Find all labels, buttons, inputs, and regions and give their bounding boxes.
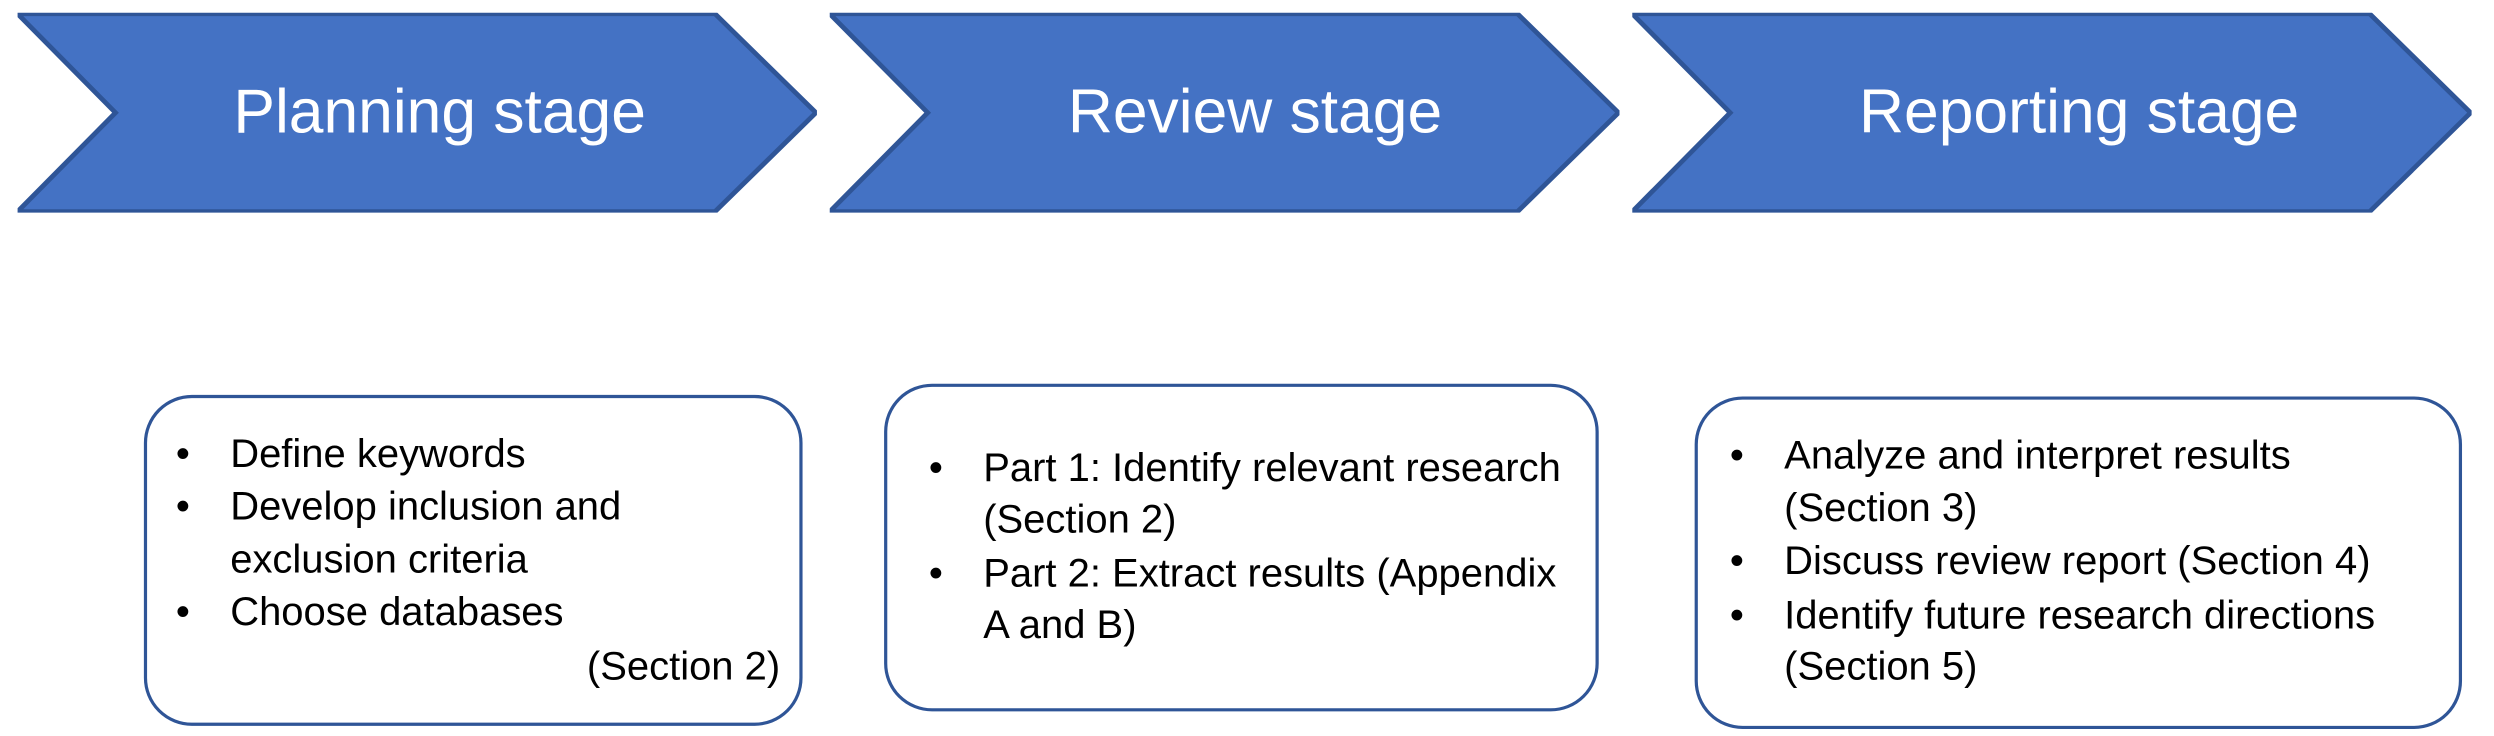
list-item: • Part 2: Extract results (Appendix A an… xyxy=(900,548,1576,652)
stage-banner-planning[interactable]: Planning stage xyxy=(17,13,817,213)
stage-banner-label: Review stage xyxy=(1067,78,1443,148)
bullet-list: • Analyze and interpret results (Section… xyxy=(1698,430,2459,695)
list-item-label: Define keywords xyxy=(230,431,526,477)
bullet-icon: • xyxy=(175,484,190,530)
bullet-icon: • xyxy=(928,445,943,491)
stage-banner-label: Reporting stage xyxy=(1859,78,2300,148)
list-item-label: Analyze and interpret results (Section 3… xyxy=(1784,433,2291,531)
bullet-icon: • xyxy=(175,431,190,477)
bullet-icon: • xyxy=(1729,592,1744,638)
list-item: • Analyze and interpret results (Section… xyxy=(1701,430,2443,534)
bullet-list: • Part 1: Identify relevant research (Se… xyxy=(887,442,1595,653)
stage-banner-label: Planning stage xyxy=(233,78,646,148)
stage-content-box-review[interactable]: • Part 1: Identify relevant research (Se… xyxy=(884,383,1599,712)
bullet-list: • Define keywords • Develop inclusion an… xyxy=(147,428,799,641)
stage-content-box-planning[interactable]: • Define keywords • Develop inclusion an… xyxy=(143,394,803,726)
chevron-shape-icon xyxy=(17,13,817,213)
list-item-label: Discuss review report (Section 4) xyxy=(1784,539,2371,584)
list-item-label: Identify future research directions (Sec… xyxy=(1784,592,2376,690)
list-item: • Choose databases xyxy=(147,587,783,639)
list-item: • Discuss review report (Section 4) xyxy=(1701,536,2443,588)
list-item: • Develop inclusion and exclusion criter… xyxy=(147,482,783,586)
stage-banner-row: Planning stage Review stage Reporting st… xyxy=(0,0,2494,224)
list-item: • Define keywords xyxy=(147,428,783,480)
stage-banner-reporting[interactable]: Reporting stage xyxy=(1632,13,2471,213)
list-item: • Part 1: Identify relevant research (Se… xyxy=(900,442,1576,546)
bullet-icon: • xyxy=(928,550,943,596)
chevron-shape-icon xyxy=(1632,13,2471,213)
list-item-label: Develop inclusion and exclusion criteria xyxy=(230,484,622,582)
list-item: • Identify future research directions (S… xyxy=(1701,590,2443,694)
list-item-label: Part 1: Identify relevant research (Sect… xyxy=(983,445,1561,542)
bullet-icon: • xyxy=(175,590,190,636)
stage-banner-review[interactable]: Review stage xyxy=(829,13,1620,213)
stage-content-box-reporting[interactable]: • Analyze and interpret results (Section… xyxy=(1694,396,2463,730)
section-reference-note: (Section 2) xyxy=(586,643,781,689)
bullet-icon: • xyxy=(1729,433,1744,479)
chevron-shape-icon xyxy=(829,13,1620,213)
bullet-icon: • xyxy=(1729,539,1744,584)
list-item-label: Part 2: Extract results (Appendix A and … xyxy=(983,550,1557,648)
list-item-label: Choose databases xyxy=(230,590,564,636)
